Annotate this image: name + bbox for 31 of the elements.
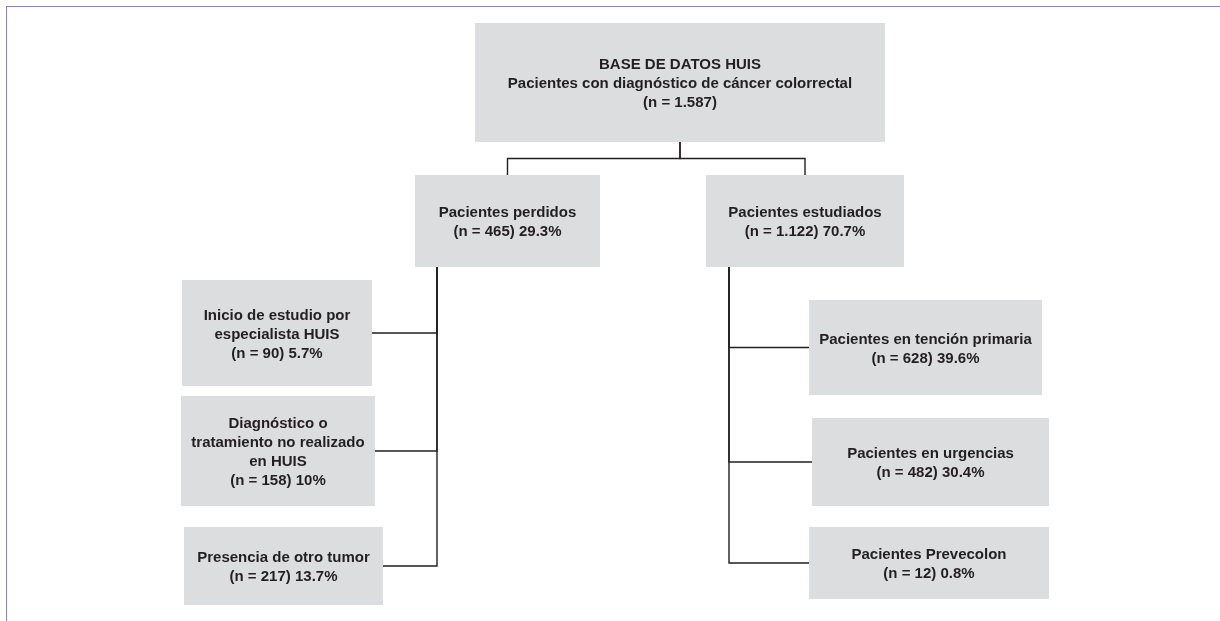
process-box bbox=[475, 23, 885, 142]
box-text: Inicio de estudio por especialista HUIS bbox=[202, 304, 352, 343]
connector-line bbox=[728, 266, 810, 564]
box-text: (n = 465) 29.3% bbox=[453, 221, 562, 240]
box-text: Pacientes con diagnóstico de cáncer colorrectal bbox=[507, 73, 853, 92]
process-box bbox=[809, 300, 1042, 395]
box-text: Pacientes en tención primaria bbox=[819, 328, 1032, 348]
box-text: (n = 1.122) 70.7% bbox=[744, 221, 866, 240]
process-box bbox=[706, 175, 904, 267]
process-box bbox=[809, 527, 1049, 599]
box-text: (n = 482) 30.4% bbox=[876, 462, 985, 481]
box-text: Presencia de otro tumor bbox=[197, 547, 370, 566]
connector-line bbox=[382, 266, 438, 567]
box-text: (n = 158) 10% bbox=[230, 470, 326, 489]
box-text: Pacientes estudiados bbox=[728, 202, 882, 221]
process-box bbox=[181, 396, 375, 506]
box-text: (n = 12) 0.8% bbox=[883, 563, 975, 582]
process-box bbox=[182, 280, 372, 386]
box-text: (n = 1.587) bbox=[643, 92, 717, 111]
process-box bbox=[812, 418, 1049, 506]
box-text: Pacientes en urgencias bbox=[847, 443, 1014, 462]
process-box bbox=[184, 527, 383, 605]
box-text: Diagnóstico o tratamiento no realizado en HUIS bbox=[190, 413, 366, 470]
box-text: Pacientes perdidos bbox=[438, 202, 577, 221]
box-text: Pacientes Prevecolon bbox=[851, 544, 1007, 563]
connector-line bbox=[679, 141, 806, 176]
box-text: (n = 217) 13.7% bbox=[229, 566, 338, 585]
box-text: (n = 628) 39.6% bbox=[871, 347, 980, 367]
box-text: BASE DE DATOS HUIS bbox=[599, 54, 761, 73]
box-text: (n = 90) 5.7% bbox=[231, 342, 323, 362]
process-box bbox=[415, 175, 600, 267]
